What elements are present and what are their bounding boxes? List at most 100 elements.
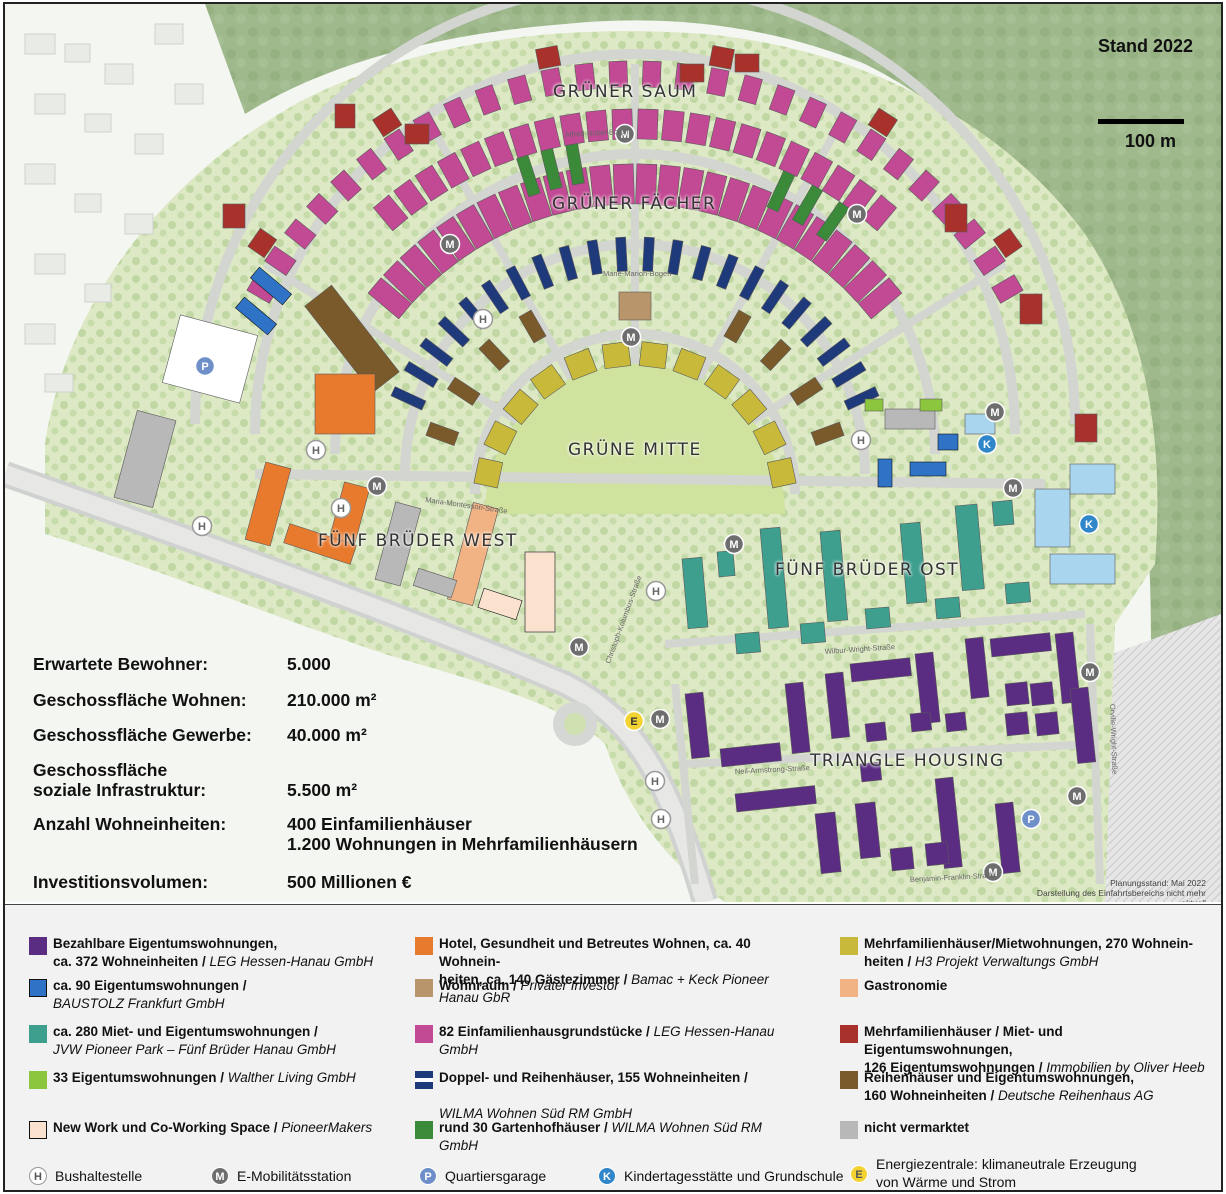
legend-text: Mehrfamilienhäuser / Miet- und Eigentums… xyxy=(864,1024,1205,1075)
school-icon-glyph: K xyxy=(1085,519,1093,531)
building-gartenhof xyxy=(540,148,563,191)
scale-bar xyxy=(1098,119,1184,124)
e-mobility-station-icon xyxy=(614,123,636,145)
bus-stop-icon-glyph: H xyxy=(312,445,320,457)
quarter-label-fuenf-brueder-ost: FÜNF BRÜDER OST xyxy=(775,560,960,580)
building-einfamilienhaus xyxy=(798,96,827,129)
e-mobility-station-icon xyxy=(620,326,642,348)
building-wilma-doppelhaus xyxy=(760,279,790,315)
status-date: Stand 2022 xyxy=(1098,36,1194,56)
building-leg-eigentum xyxy=(684,691,711,759)
bus-stop-icon-glyph: H xyxy=(198,521,206,533)
building-heeb xyxy=(679,63,705,83)
building-h3 xyxy=(704,364,740,400)
building-einfamilienhaus xyxy=(717,177,750,223)
building-walther xyxy=(919,398,943,412)
parking-garage-icon xyxy=(194,355,216,377)
e-mobility-station-icon xyxy=(366,475,388,497)
building-leg-eigentum xyxy=(719,742,782,768)
building-einfamilienhaus xyxy=(367,277,413,320)
building-einfamilienhaus xyxy=(612,163,635,205)
parking-garage-icon xyxy=(1020,808,1042,830)
building-einfamilienhaus xyxy=(443,96,472,129)
e-mobility-station-icon-glyph: M xyxy=(574,642,583,654)
building-einfamilienhaus xyxy=(641,60,662,88)
legend-swatch xyxy=(840,979,858,997)
building-baustolz xyxy=(234,296,278,336)
building-reihenhaus xyxy=(810,421,845,446)
building-einfamilienhaus xyxy=(574,62,596,92)
school-icon: K xyxy=(598,1167,616,1185)
building-school xyxy=(1049,553,1116,585)
legend-swatch xyxy=(415,979,433,997)
building-jvw xyxy=(1004,581,1031,605)
building-jvw xyxy=(799,621,826,645)
building-heeb xyxy=(734,53,760,73)
legend-swatch xyxy=(29,979,47,997)
building-h3 xyxy=(473,457,504,489)
building-einfamilienhaus xyxy=(436,151,470,189)
building-einfamilienhaus xyxy=(768,84,796,116)
building-jvw xyxy=(899,521,928,605)
building-wilma-doppelhaus xyxy=(799,315,833,348)
building-einfamilienhaus xyxy=(356,147,388,181)
school-icon xyxy=(1078,513,1100,535)
building-einfamilienhaus xyxy=(460,140,492,178)
building-wilma-doppelhaus xyxy=(403,361,439,389)
legend-symbol-label: Energiezentrale: klimaneutrale Erzeugung… xyxy=(876,1156,1137,1190)
building-jvw xyxy=(734,631,761,655)
building-reihenhaus xyxy=(759,338,792,372)
building-einfamilienhaus xyxy=(861,194,897,232)
building-einfamilienhaus xyxy=(383,260,427,304)
building-einfamilienhaus xyxy=(737,74,763,106)
building-einfamilienhaus xyxy=(330,169,362,202)
legend-symbol-label: E-Mobilitätsstation xyxy=(237,1168,352,1184)
building-leg-eigentum xyxy=(824,671,851,739)
building-wilma-doppelhaus xyxy=(642,236,655,272)
school-icon-glyph: K xyxy=(983,439,991,451)
building-einfamilienhaus xyxy=(608,60,629,88)
legend-text: ca. 280 Miet- und Eigentumswohnungen / J… xyxy=(53,1024,336,1057)
building-reihenhaus xyxy=(446,376,481,406)
legend-symbol-label: Kindertagesstätte und Grundschule xyxy=(624,1168,844,1184)
quarter-label-fuenf-brueder-west: FÜNF BRÜDER WEST xyxy=(318,531,518,551)
legend-swatch xyxy=(415,937,433,955)
building-walther xyxy=(864,398,884,412)
legend-swatch xyxy=(29,1121,47,1139)
building-einfamilienhaus xyxy=(709,116,737,152)
building-leg-eigentum xyxy=(1034,711,1060,737)
building-leg-eigentum xyxy=(1029,681,1055,707)
e-mobility-station-icon-glyph: M xyxy=(852,209,861,221)
e-mobility-station-icon-glyph: M xyxy=(445,239,454,251)
bus-stop-icon-glyph: H xyxy=(857,435,865,447)
building-heeb xyxy=(708,45,735,70)
legend-text: rund 30 Gartenhofhäuser / WILMA Wohnen S… xyxy=(439,1120,762,1153)
bus-stop-icon xyxy=(850,429,872,451)
building-wilma-doppelhaus xyxy=(691,244,712,282)
building-leg-eigentum xyxy=(859,761,883,783)
legend-swatch xyxy=(415,1025,433,1043)
building-einfamilienhaus xyxy=(828,111,858,144)
bus-stop-icon-glyph: H xyxy=(479,314,487,326)
legend-swatch xyxy=(840,937,858,955)
building-h3 xyxy=(638,341,669,369)
building-leg-eigentum xyxy=(864,721,888,743)
building-einfamilienhaus xyxy=(856,128,887,161)
building-einfamilienhaus xyxy=(882,147,914,181)
building-wilma-doppelhaus xyxy=(437,315,471,348)
e-mobility-station-icon-glyph: M xyxy=(1008,483,1017,495)
building-h3 xyxy=(563,347,598,381)
building-school xyxy=(1069,463,1116,495)
street-label-benjamin-franklin: Benjamin-Franklin-Straße xyxy=(910,871,996,884)
building-jvw xyxy=(681,556,709,630)
building-coworking xyxy=(524,551,556,633)
quarter-label-gruene-mitte: GRÜNE MITTE xyxy=(568,440,702,460)
building-leg-eigentum xyxy=(784,681,811,754)
site-plan-drawing: MMMMMMMMMMMMMHHHHHHHHPPKKEAlfred-Nobel-B… xyxy=(5,4,1221,902)
quarter-label-gruener-faecher: GRÜNER FÄCHER xyxy=(552,194,717,214)
legend-swatch xyxy=(415,1121,433,1139)
e-mobility-station-icon-glyph: M xyxy=(729,539,738,551)
bus-stop-icon xyxy=(644,770,666,792)
building-jvw xyxy=(954,503,985,592)
